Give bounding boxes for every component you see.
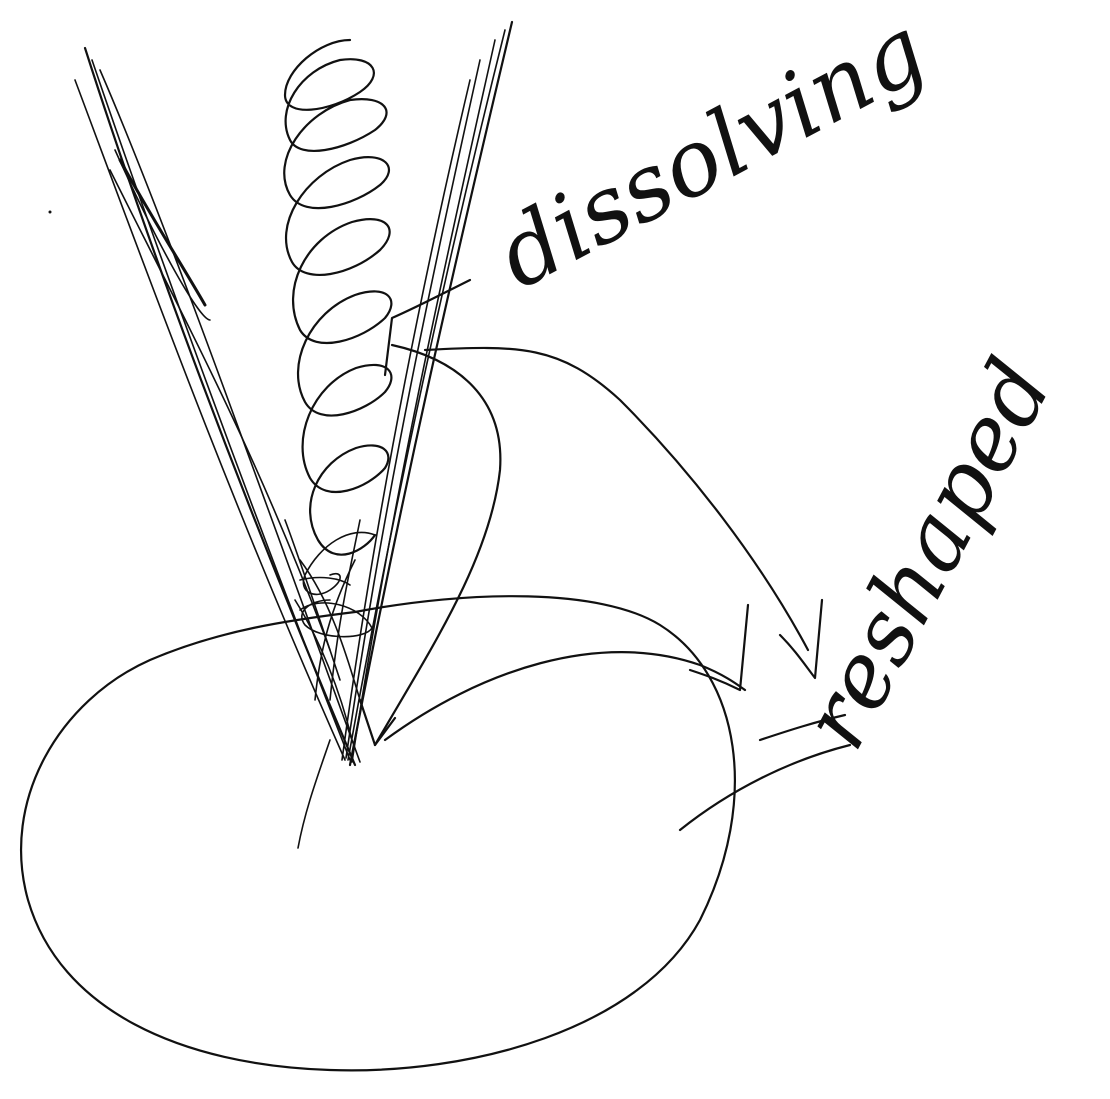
coil-tail — [303, 532, 375, 594]
check-mark-a — [690, 605, 748, 690]
label-reshaped: reshaped — [782, 343, 1073, 765]
v-left-arm — [75, 48, 360, 765]
reshaped-leader-b — [680, 745, 850, 830]
arrow-reshaped-b — [425, 348, 808, 650]
v-tip-extension — [298, 740, 330, 848]
arrow-reshaped-a — [385, 652, 745, 740]
oval-body — [21, 596, 735, 1070]
arrow-to-tip-head — [360, 700, 395, 745]
label-dissolving: dissolving — [480, 0, 943, 309]
coil-spring — [284, 40, 391, 555]
stray-dot — [49, 211, 52, 214]
